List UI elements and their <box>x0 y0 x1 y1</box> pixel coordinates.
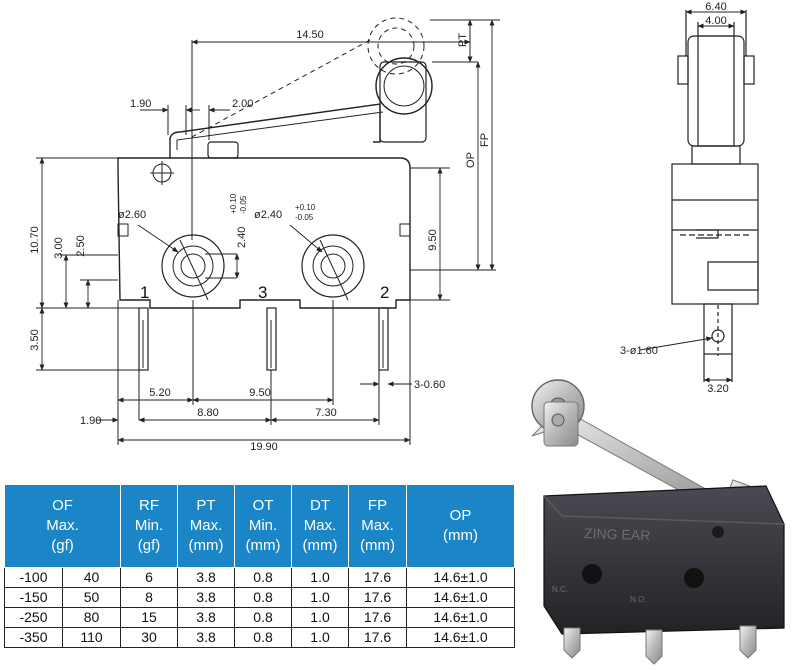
cell-rf: 6 <box>120 567 179 588</box>
photo-terminal-2 <box>739 625 757 659</box>
cell-model: -350 <box>4 627 63 648</box>
cell-op: 14.6±1.0 <box>406 567 516 588</box>
table-row: -100 40 6 3.8 0.8 1.0 17.6 14.6±1.0 <box>4 567 516 588</box>
cell-rf: 15 <box>120 607 179 628</box>
dim-1-90-bottom: 1.90 <box>80 415 101 427</box>
cell-ot: 0.8 <box>234 567 293 588</box>
side-view <box>671 10 759 382</box>
cell-fp: 17.6 <box>348 567 408 588</box>
spec-table: OF Max. (gf) RF Min. (gf) PT Max. (mm) O… <box>3 484 516 648</box>
dim-2-00: 2.00 <box>232 98 253 110</box>
header-fp: FP Max. (mm) <box>348 484 408 568</box>
photo-nc-mark: N.C. <box>552 585 568 594</box>
photo-terminal-1 <box>563 627 581 659</box>
front-dimension-labels: 14.50 1.90 2.00 PT OP FP ø2.60 ø2.40 +0.… <box>29 29 491 453</box>
dim-tol-left-plus: +0.10 <box>229 193 238 214</box>
cell-dt: 1.0 <box>291 567 350 588</box>
cell-dt: 1.0 <box>291 587 350 608</box>
dim-tol-right-plus: +0.10 <box>295 203 316 212</box>
dim-hole-right: ø2.40 <box>254 209 282 221</box>
cell-rf: 8 <box>120 587 179 608</box>
dim-op: OP <box>465 152 477 168</box>
cell-of: 110 <box>61 627 122 648</box>
dim-tol-left-minus: -0.05 <box>239 195 248 214</box>
cell-rf: 30 <box>120 627 179 648</box>
terminal-label-2: 2 <box>380 283 389 302</box>
cell-model: -100 <box>4 567 63 588</box>
dim-3-00: 3.00 <box>53 237 65 258</box>
cell-fp: 17.6 <box>348 587 408 608</box>
dim-3-20: 3.20 <box>707 383 728 395</box>
cell-fp: 17.6 <box>348 627 408 648</box>
dim-2-50: 2.50 <box>75 235 87 256</box>
terminal-label-3: 3 <box>258 283 267 302</box>
dim-3-holes: 3-ø1.60 <box>620 345 658 357</box>
cell-dt: 1.0 <box>291 627 350 648</box>
cell-pt: 3.8 <box>177 607 236 628</box>
lever-arm <box>169 103 381 158</box>
cell-op: 14.6±1.0 <box>406 627 516 648</box>
dim-7-30: 7.30 <box>315 407 336 419</box>
dim-fp: FP <box>479 133 491 147</box>
front-dimension-lines <box>39 19 495 443</box>
photo-switch-body <box>543 485 785 635</box>
table-row: -150 50 8 3.8 0.8 1.0 17.6 14.6±1.0 <box>4 587 516 608</box>
cell-of: 80 <box>61 607 122 628</box>
dim-hole-left: ø2.60 <box>118 209 146 221</box>
dim-5-20: 5.20 <box>149 387 170 399</box>
cell-model: -250 <box>4 607 63 628</box>
cell-pt: 3.8 <box>177 567 236 588</box>
cell-of: 40 <box>61 567 122 588</box>
dim-lever-length: 14.50 <box>296 29 324 41</box>
dim-10-70: 10.70 <box>29 226 41 254</box>
terminal-label-1: 1 <box>140 283 149 302</box>
cell-fp: 17.6 <box>348 607 408 628</box>
dim-tol-right-minus: -0.05 <box>295 213 314 222</box>
cell-dt: 1.0 <box>291 607 350 628</box>
header-ot: OT Min. (mm) <box>234 484 293 568</box>
cell-pt: 3.8 <box>177 587 236 608</box>
cell-pt: 3.8 <box>177 627 236 648</box>
dim-9-50-vertical: 9.50 <box>427 229 439 250</box>
side-dimension-labels: 6.40 4.00 3-ø1.60 3.20 <box>620 1 729 395</box>
cell-of: 50 <box>61 587 122 608</box>
product-photo: ZING EAR N.C. N.O. <box>531 379 785 665</box>
dim-4-00: 4.00 <box>705 15 726 27</box>
header-dt: DT Max. (mm) <box>291 484 350 568</box>
dim-pin-width: 3-0.60 <box>414 379 445 391</box>
dim-pt: PT <box>457 33 469 47</box>
header-op: OP (mm) <box>406 484 516 568</box>
dim-8-80: 8.80 <box>197 407 218 419</box>
dim-9-50-bottom: 9.50 <box>249 387 270 399</box>
header-rf: RF Min. (gf) <box>120 484 179 568</box>
cell-op: 14.6±1.0 <box>406 587 516 608</box>
cell-model: -150 <box>4 587 63 608</box>
dim-1-90-top: 1.90 <box>130 98 151 110</box>
cell-ot: 0.8 <box>234 587 293 608</box>
photo-terminal-3 <box>645 629 663 665</box>
cell-ot: 0.8 <box>234 607 293 628</box>
cell-ot: 0.8 <box>234 627 293 648</box>
photo-brand-text: ZING EAR <box>584 525 651 543</box>
dim-19-90: 19.90 <box>250 441 278 453</box>
header-of: OF Max. (gf) <box>3 484 122 568</box>
side-dimension-lines <box>639 9 747 383</box>
dim-6-40: 6.40 <box>705 1 726 13</box>
header-pt: PT Max. (mm) <box>177 484 236 568</box>
cell-op: 14.6±1.0 <box>406 607 516 628</box>
photo-no-mark: N.O. <box>630 595 646 604</box>
table-row: -250 80 15 3.8 0.8 1.0 17.6 14.6±1.0 <box>4 607 516 628</box>
spec-table-header: OF Max. (gf) RF Min. (gf) PT Max. (mm) O… <box>3 484 516 568</box>
dim-2-40: 2.40 <box>236 227 248 248</box>
dim-3-50: 3.50 <box>29 329 41 350</box>
table-row: -350 110 30 3.8 0.8 1.0 17.6 14.6±1.0 <box>4 627 516 648</box>
